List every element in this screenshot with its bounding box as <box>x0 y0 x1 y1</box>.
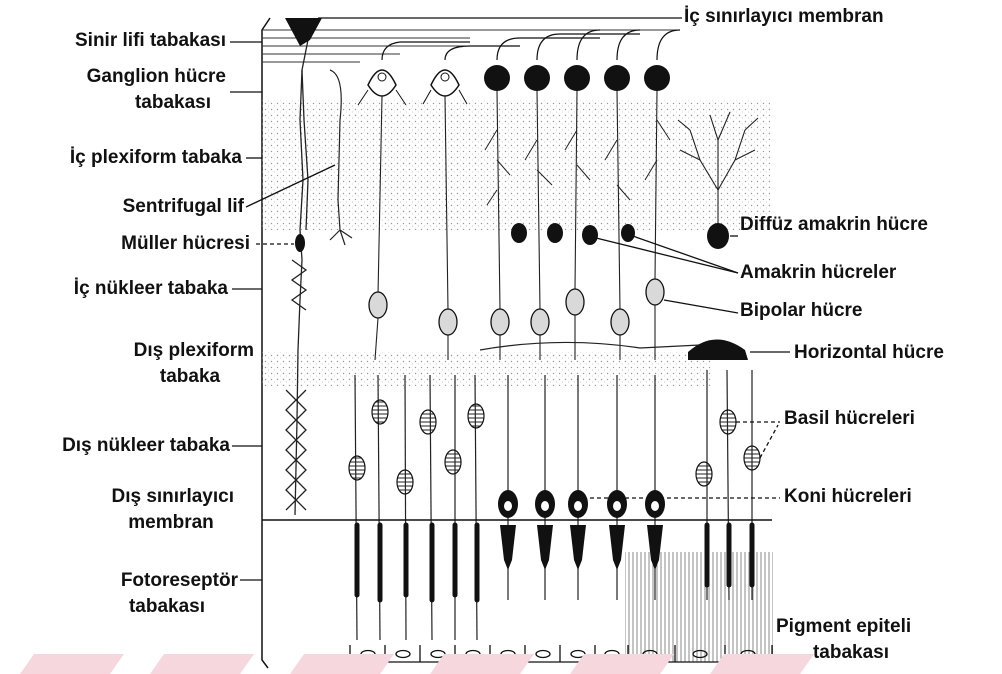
label-nerve-fiber-layer: Sinir lifi tabakası <box>75 30 226 52</box>
ganglion-axons <box>382 30 680 60</box>
horizontal-cell-body <box>688 339 748 360</box>
horizontal-cell-process <box>480 342 700 350</box>
diffuse-amacrine-body <box>707 223 729 249</box>
label-outer-limiting-line2: membran <box>106 512 236 534</box>
rod-nuclei <box>349 400 760 494</box>
label-outer-limiting-line1: Dış sınırlayıcı <box>111 486 234 508</box>
label-ganglion-cell-layer-line1: Ganglion hücre <box>87 66 226 88</box>
label-cone-cells: Koni hücreleri <box>784 486 912 508</box>
label-inner-limiting-membrane: İç sınırlayıcı membran <box>684 6 884 28</box>
muller-cell <box>286 20 315 515</box>
muller-endfoot <box>285 18 322 46</box>
label-bipolar-cell: Bipolar hücre <box>740 300 862 322</box>
label-centrifugal-fiber: Sentrifugal lif <box>123 196 244 218</box>
watermark-band <box>0 652 1002 674</box>
muller-nucleus <box>295 234 305 252</box>
label-photoreceptor-line1: Fotoreseptör <box>121 570 238 592</box>
label-horizontal-cell: Horizontal hücre <box>794 342 944 364</box>
label-amacrine-cells: Amakrin hücreler <box>740 262 896 284</box>
label-outer-nuclear-layer: Dış nükleer tabaka <box>62 435 230 457</box>
label-muller-cell: Müller hücresi <box>121 233 250 255</box>
outer-plexiform-stipple <box>262 352 712 386</box>
label-rod-cells: Basil hücreleri <box>784 408 915 430</box>
label-inner-nuclear-layer: İç nükleer tabaka <box>74 278 228 300</box>
label-outer-plexiform-line2: tabaka <box>130 366 250 388</box>
label-inner-plexiform-layer: İç plexiform tabaka <box>70 147 242 169</box>
label-photoreceptor-line2: tabakası <box>102 596 232 618</box>
label-diffuse-amacrine: Diffüz amakrin hücre <box>740 214 928 236</box>
label-outer-plexiform-line1: Dış plexiform <box>134 340 254 362</box>
ganglion-cells-light <box>368 70 459 96</box>
label-ganglion-cell-layer-line2: tabakası <box>118 92 228 114</box>
ganglion-cells-dark <box>484 65 670 91</box>
label-pigment-epithelium-line1: Pigment epiteli <box>776 616 911 638</box>
